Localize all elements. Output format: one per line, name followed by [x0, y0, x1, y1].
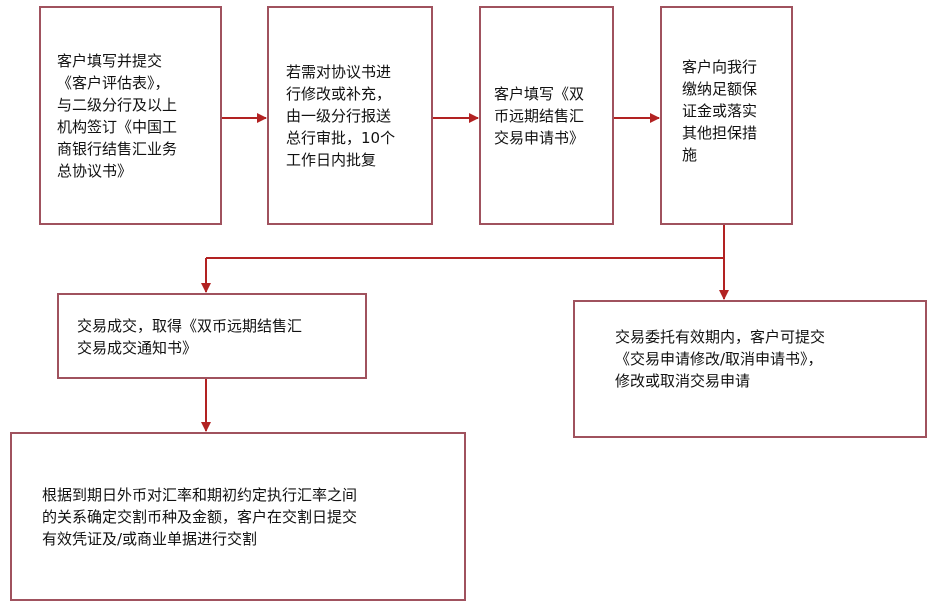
step-box-5: 交易成交，取得《双币远期结售汇 交易成交通知书》 [57, 293, 367, 379]
step-text-6: 交易委托有效期内，客户可提交 《交易申请修改/取消申请书》， 修改或取消交易申请 [615, 328, 826, 390]
step-box-4: 客户向我行 缴纳足额保 证金或落实 其他担保措 施 [660, 6, 793, 225]
step-text-3: 客户填写《双 币远期结售汇 交易申请书》 [494, 84, 585, 147]
step-box-1: 客户填写并提交 《客户评估表》， 与二级分行及以上 机构签订《中国工 商银行结售… [39, 6, 222, 225]
connector-s4-split [206, 225, 725, 259]
step-box-3: 客户填写《双 币远期结售汇 交易申请书》 [479, 6, 614, 225]
step-box-6: 交易委托有效期内，客户可提交 《交易申请修改/取消申请书》， 修改或取消交易申请 [573, 300, 927, 438]
step-text-7: 根据到期日外币对汇率和期初约定执行汇率之间 的关系确定交割币种及金额，客户在交割… [42, 485, 358, 548]
step-box-2: 若需对协议书进 行修改或补充， 由一级分行报送 总行审批，10个 工作日内批复 [267, 6, 433, 225]
step-box-7: 根据到期日外币对汇率和期初约定执行汇率之间 的关系确定交割币种及金额，客户在交割… [10, 432, 466, 601]
step-text-5: 交易成交，取得《双币远期结售汇 交易成交通知书》 [77, 317, 303, 357]
step-text-4: 客户向我行 缴纳足额保 证金或落实 其他担保措 施 [682, 58, 758, 164]
step-text-2: 若需对协议书进 行修改或补充， 由一级分行报送 总行审批，10个 工作日内批复 [286, 62, 396, 169]
step-text-1: 客户填写并提交 《客户评估表》， 与二级分行及以上 机构签订《中国工 商银行结售… [57, 51, 178, 180]
